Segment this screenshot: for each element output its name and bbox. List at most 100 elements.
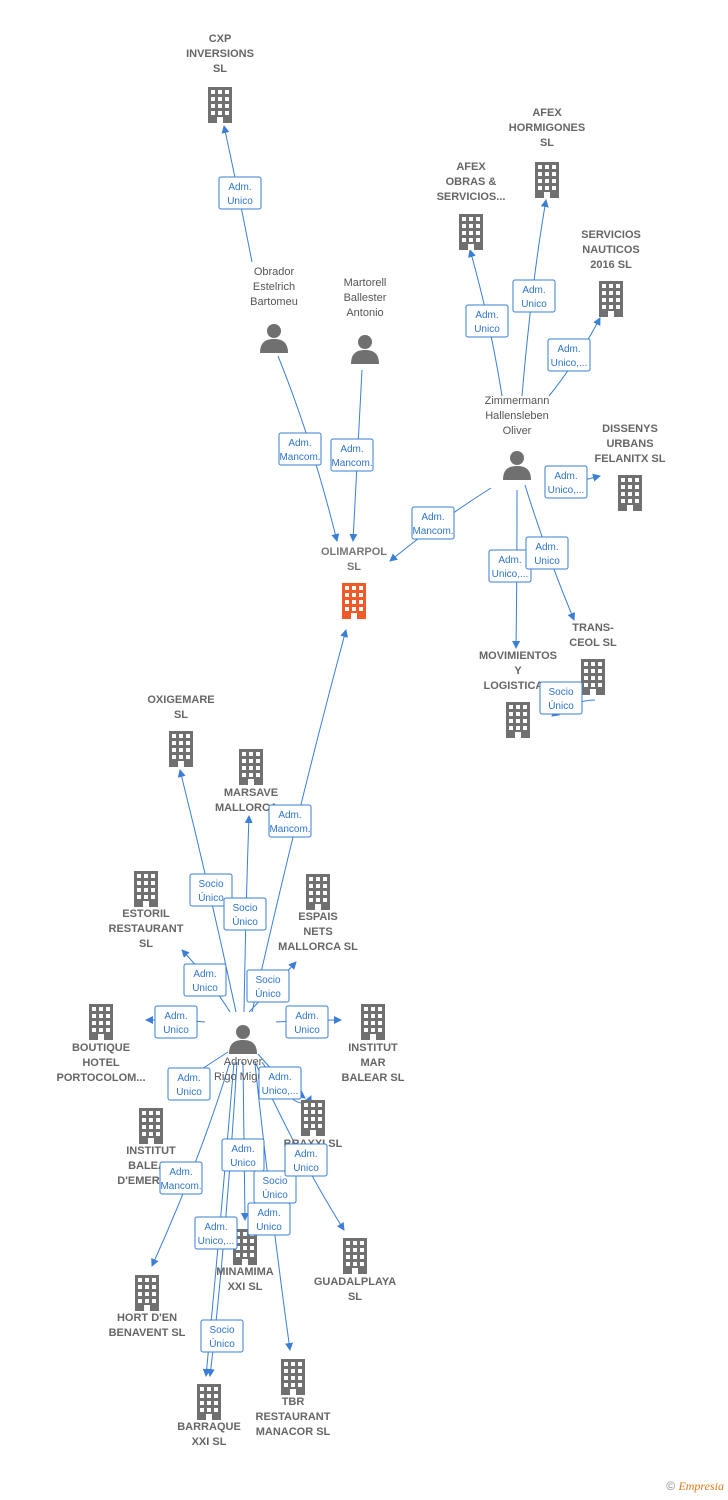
- node-label-line: NAUTICOS: [582, 244, 639, 256]
- edge-label-line: Único: [198, 891, 224, 904]
- node-label-line: XXI SL: [228, 1281, 263, 1293]
- node-label: TRANS-CEOL SL: [569, 622, 617, 649]
- building-icon: [618, 475, 642, 511]
- building-icon: [139, 1108, 163, 1144]
- edge-label-frame: [183, 963, 227, 997]
- node-label-line: ESTORIL: [122, 908, 170, 920]
- edge-label-box[interactable]: Adm.Unico: [221, 1138, 265, 1172]
- edge-label-frame: [159, 1161, 203, 1195]
- edge-label-frame: [285, 1005, 329, 1039]
- node-label-line: SL: [348, 1291, 362, 1303]
- edge-label-box[interactable]: Adm.Unico,...: [194, 1216, 238, 1250]
- edge-label-box[interactable]: Adm.Unico: [465, 304, 509, 338]
- building-icon: [599, 281, 623, 317]
- edge-label-line: Unico: [534, 556, 560, 567]
- edge-label-frame: [223, 897, 267, 931]
- edge-label-box[interactable]: Adm.Unico,...: [488, 549, 532, 583]
- edge-label-line: Adm.: [228, 182, 251, 193]
- node-label-line: MOVIMIENTOS: [479, 650, 557, 662]
- node-label-line: OLIMARPOL: [321, 546, 387, 558]
- edge-label-frame: [200, 1319, 244, 1353]
- edge-label-box[interactable]: Adm.Unico: [154, 1005, 198, 1039]
- edge-label-box[interactable]: Adm.Unico: [218, 176, 262, 210]
- edge-label-line: Mancom.: [160, 1181, 201, 1192]
- edge-label-box[interactable]: Adm.Unico: [284, 1143, 328, 1177]
- edge-label-box[interactable]: Adm.Mancom.: [411, 506, 455, 540]
- node-label-line: Y: [514, 665, 522, 677]
- edge-label-box[interactable]: Adm.Unico,...: [258, 1066, 302, 1100]
- edge-label-box[interactable]: Adm.Unico: [167, 1067, 211, 1101]
- node-label-line: URBANS: [606, 438, 653, 450]
- node-trans[interactable]: TRANS-CEOL SL: [569, 622, 617, 695]
- node-label-line: Antonio: [346, 307, 383, 319]
- edge-label-box[interactable]: Adm.Unico,...: [547, 338, 591, 372]
- edge-label-frame: [539, 681, 583, 715]
- edge-label-box[interactable]: Adm.Unico: [247, 1202, 291, 1236]
- edge-label-box[interactable]: Adm.Mancom.: [330, 438, 374, 472]
- edge-label-box[interactable]: Adm.Unico: [285, 1005, 329, 1039]
- edge-label-line: Adm.: [557, 344, 580, 355]
- edge-label-line: Unico: [294, 1025, 320, 1036]
- edge-label-frame: [512, 279, 556, 313]
- brand-logo[interactable]: Empresia: [678, 1479, 724, 1493]
- node-brxxi[interactable]: BRAXXI SL: [284, 1100, 343, 1150]
- building-icon: [281, 1359, 305, 1395]
- node-label-line: SL: [540, 137, 554, 149]
- node-label-line: Ballester: [344, 292, 387, 304]
- edge-label-frame: [218, 176, 262, 210]
- edge-label-line: Adm.: [231, 1144, 254, 1155]
- node-label-line: OXIGEMARE: [147, 694, 214, 706]
- edge-label-frame: [194, 1216, 238, 1250]
- node-label-line: SL: [213, 63, 227, 75]
- node-label-line: HORMIGONES: [509, 122, 585, 134]
- edge-label-box[interactable]: Adm.Mancom.: [159, 1161, 203, 1195]
- edge-label-box[interactable]: Adm.Mancom.: [278, 432, 322, 466]
- person-icon: [229, 1025, 257, 1054]
- edge-label-box[interactable]: Adm.Mancom.: [268, 804, 312, 838]
- building-icon: [535, 162, 559, 198]
- node-label-line: Adrover: [224, 1056, 263, 1068]
- edge-label-box[interactable]: Adm.Unico: [525, 536, 569, 570]
- edge-label-line: Mancom.: [412, 526, 453, 537]
- node-label-line: TRANS-: [572, 622, 614, 634]
- edge-label-box[interactable]: Adm.Unico: [512, 279, 556, 313]
- node-label-line: BENAVENT SL: [109, 1327, 186, 1339]
- edge-label-box[interactable]: Adm.Unico,...: [544, 465, 588, 499]
- edge-label-box[interactable]: Adm.Unico: [183, 963, 227, 997]
